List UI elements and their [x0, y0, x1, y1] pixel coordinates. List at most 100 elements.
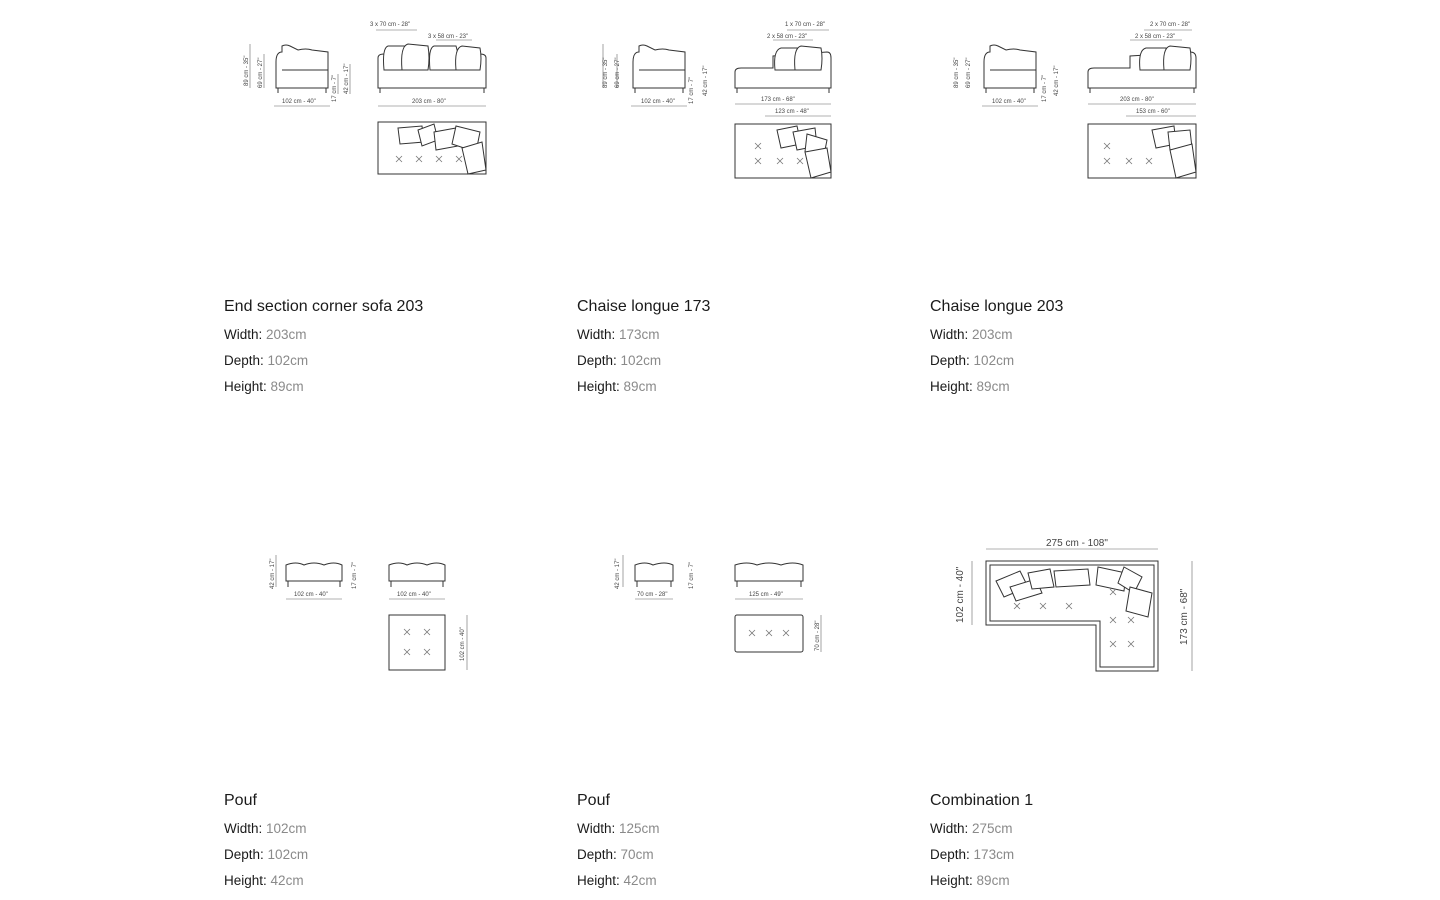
technical-drawing: 42 cm - 17" 70 cm - 28" 17 cm - 7" 125 c…	[615, 555, 822, 653]
spec-width: Width: 203cm	[224, 326, 423, 343]
dim-label: 203 cm - 80"	[1120, 97, 1154, 103]
technical-drawing: 42 cm - 17" 102 cm - 40" 17 cm - 7" 102 …	[270, 555, 468, 671]
spec-value: 102cm	[266, 821, 307, 836]
dim-label: 42 cm - 17"	[1054, 66, 1060, 96]
dim-label: 153 cm - 60"	[1136, 109, 1170, 115]
spec-height: Height: 89cm	[930, 378, 1063, 395]
dim-label: 17 cm - 7"	[1042, 75, 1048, 102]
spec-label: Height:	[577, 379, 620, 394]
spec-value: 125cm	[619, 821, 660, 836]
product-info: Chaise longue 203 Width: 203cm Depth: 10…	[930, 298, 1063, 404]
dim-label: 89 cm - 35"	[603, 58, 609, 88]
spec-height: Height: 42cm	[577, 872, 660, 889]
technical-drawing: 275 cm - 108" 102 cm - 40" 173 cm - 68"	[955, 538, 1193, 672]
spec-value: 102cm	[620, 353, 662, 368]
spec-label: Width:	[577, 821, 616, 836]
spec-value: 102cm	[267, 847, 309, 862]
dim-label: 173 cm - 68"	[761, 97, 795, 103]
x-markers	[1103, 142, 1153, 165]
product-title[interactable]: Pouf	[577, 792, 610, 809]
spec-depth: Depth: 102cm	[577, 352, 710, 369]
spec-label: Depth:	[577, 847, 617, 862]
spec-width: Width: 275cm	[930, 820, 1033, 837]
spec-width: Width: 203cm	[930, 326, 1063, 343]
spec-height: Height: 42cm	[224, 872, 308, 889]
spec-label: Width:	[930, 327, 969, 342]
dim-label: 17 cm - 7"	[689, 562, 695, 589]
dim-label: 203 cm - 80"	[412, 99, 446, 105]
product-info: Chaise longue 173 Width: 173cm Depth: 10…	[577, 298, 710, 404]
product-title[interactable]: Chaise longue 203	[930, 298, 1064, 315]
dim-label: 3 x 58 cm - 23"	[428, 34, 468, 40]
dim-label: 1 x 70 cm - 28"	[785, 22, 825, 28]
spec-depth: Depth: 70cm	[577, 846, 660, 863]
dim-label: 42 cm - 17"	[270, 559, 276, 589]
spec-value: 102cm	[267, 353, 309, 368]
dim-label: 102 cm - 40"	[641, 99, 675, 105]
product-title[interactable]: Combination 1	[930, 792, 1034, 809]
product-info: Combination 1 Width: 275cm Depth: 173cm …	[930, 792, 1033, 898]
spec-label: Depth:	[224, 847, 264, 862]
product-info: End section corner sofa 203 Width: 203cm…	[224, 298, 423, 404]
x-markers	[395, 155, 463, 163]
spec-value: 203cm	[972, 327, 1013, 342]
spec-value: 89cm	[270, 379, 304, 394]
dim-label: 102 cm - 40"	[460, 627, 466, 661]
spec-value: 102cm	[973, 353, 1015, 368]
spec-label: Height:	[577, 873, 620, 888]
product-title[interactable]: End section corner sofa 203	[224, 298, 424, 315]
product-info: Pouf Width: 125cm Depth: 70cm Height: 42…	[577, 792, 660, 898]
dim-label: 42 cm - 17"	[703, 66, 709, 96]
spec-value: 42cm	[270, 873, 304, 888]
dim-label: 275 cm - 108"	[1046, 538, 1108, 549]
dim-label: 3 x 70 cm - 28"	[370, 22, 410, 28]
spec-value: 42cm	[623, 873, 657, 888]
dim-label: 123 cm - 48"	[775, 109, 809, 115]
spec-height: Height: 89cm	[930, 872, 1033, 889]
spec-depth: Depth: 102cm	[224, 846, 308, 863]
spec-value: 89cm	[976, 379, 1010, 394]
dim-label: 69 cm - 27"	[258, 58, 264, 88]
dim-label: 17 cm - 7"	[332, 75, 338, 102]
dim-label: 89 cm - 35"	[954, 58, 960, 88]
product-info: Pouf Width: 102cm Depth: 102cm Height: 4…	[224, 792, 308, 898]
spec-width: Width: 102cm	[224, 820, 308, 837]
technical-drawing: 89 cm - 35" 69 cm - 27" 102 cm - 40" 17 …	[954, 22, 1197, 179]
dim-label: 102 cm - 40"	[294, 592, 328, 598]
dim-label: 69 cm - 27"	[615, 58, 621, 88]
dim-label: 70 cm - 28"	[637, 592, 667, 598]
spec-height: Height: 89cm	[224, 378, 423, 395]
dim-label: 102 cm - 40"	[397, 592, 431, 598]
spec-height: Height: 89cm	[577, 378, 710, 395]
spec-value: 173cm	[619, 327, 660, 342]
dim-label: 2 x 70 cm - 28"	[1150, 22, 1190, 28]
x-markers	[1013, 588, 1135, 648]
dim-label: 2 x 58 cm - 23"	[767, 34, 807, 40]
dim-label: 70 cm - 28"	[815, 621, 821, 651]
spec-value: 173cm	[973, 847, 1015, 862]
product-title[interactable]: Chaise longue 173	[577, 298, 711, 315]
dim-label: 42 cm - 17"	[344, 64, 350, 94]
technical-drawing: 89 cm - 35" 69 cm - 27" 102 cm - 40" 17 …	[602, 22, 832, 179]
spec-label: Width:	[224, 327, 263, 342]
spec-depth: Depth: 102cm	[930, 352, 1063, 369]
dim-label: 102 cm - 40"	[282, 99, 316, 105]
spec-label: Width:	[930, 821, 969, 836]
spec-value: 89cm	[623, 379, 657, 394]
spec-label: Depth:	[577, 353, 617, 368]
dim-label: 2 x 58 cm - 23"	[1135, 34, 1175, 40]
spec-value: 275cm	[972, 821, 1013, 836]
spec-value: 203cm	[266, 327, 307, 342]
spec-label: Depth:	[930, 847, 970, 862]
x-markers	[403, 628, 431, 656]
spec-label: Height:	[930, 873, 973, 888]
x-markers	[748, 629, 790, 637]
dim-label: 89 cm - 35"	[244, 56, 250, 86]
dim-label: 102 cm - 40"	[992, 99, 1026, 105]
dim-label: 173 cm - 68"	[1179, 588, 1190, 645]
spec-value: 89cm	[976, 873, 1010, 888]
spec-depth: Depth: 173cm	[930, 846, 1033, 863]
product-title[interactable]: Pouf	[224, 792, 257, 809]
dim-label: 17 cm - 7"	[689, 77, 695, 104]
spec-label: Height:	[224, 379, 267, 394]
